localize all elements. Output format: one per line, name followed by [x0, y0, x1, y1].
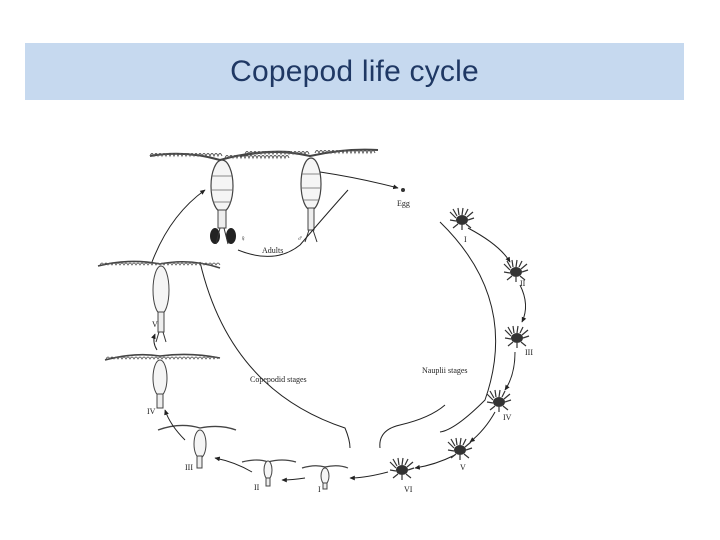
arrow-naup-2-3 [519, 284, 527, 323]
nauplius-stage-6 [389, 457, 415, 481]
adult-male [239, 148, 379, 243]
copepodid-stage-4 [104, 353, 221, 409]
adult-female [149, 150, 291, 245]
arrow-naup-4-5 [469, 411, 496, 443]
nauplius-label-5: V [460, 463, 466, 472]
copepodid-label-1: I [318, 485, 321, 494]
copepodid-label-4: IV [147, 407, 156, 416]
arrow-mid-curve [237, 189, 349, 257]
male-symbol: ♂ [297, 234, 303, 243]
egg [401, 188, 405, 192]
copepodid-label-3: III [185, 463, 193, 472]
arrow-cop5-to-adults [151, 189, 206, 263]
egg-label: Egg [397, 199, 410, 208]
arrow-loop-inner-left [199, 261, 351, 449]
copepodid-stage-1 [301, 465, 349, 490]
copepodid-stage-2 [241, 459, 297, 487]
nauplius-label-2: II [520, 279, 526, 288]
nauplius-label-1: I [464, 235, 467, 244]
arrow-nauplius6-to-cop1 [349, 471, 389, 481]
arrow-naup-1-2 [467, 227, 511, 263]
nauplius-label-6: VI [404, 485, 413, 494]
nauplius-stage-3 [504, 325, 530, 349]
arrow-adults-to-egg [319, 171, 399, 190]
adults-label: Adults [262, 246, 283, 255]
copepodid-stage-3 [157, 424, 237, 469]
arrow-loop-inner-right [379, 404, 446, 449]
arrow-naup-3-4 [504, 351, 516, 391]
copepodid-label-5: V [152, 320, 158, 329]
slide-title: Copepod life cycle [230, 54, 479, 88]
arrow-nauplii-loop [439, 221, 497, 433]
copepodid-stage-5 [97, 260, 221, 343]
nauplius-stage-1 [449, 207, 475, 231]
copepodid-stages-label: Copepodid stages [250, 375, 307, 384]
arrow-cop1-to-cop2 [281, 477, 306, 483]
nauplius-stage-4 [486, 389, 512, 413]
arrow-naup-5-6 [414, 454, 456, 470]
nauplius-label-4: IV [503, 413, 512, 422]
arrow-cop2-to-cop3 [214, 456, 253, 473]
female-symbol: ♀ [240, 234, 246, 243]
nauplii-stages-label: Nauplii stages [422, 366, 468, 375]
arrow-cop3-to-cop4 [164, 409, 186, 441]
copepodid-label-2: II [254, 483, 260, 492]
title-banner: Copepod life cycle [25, 43, 684, 100]
nauplius-label-3: III [525, 348, 533, 357]
arrow-cop4-to-cop5 [151, 333, 158, 351]
